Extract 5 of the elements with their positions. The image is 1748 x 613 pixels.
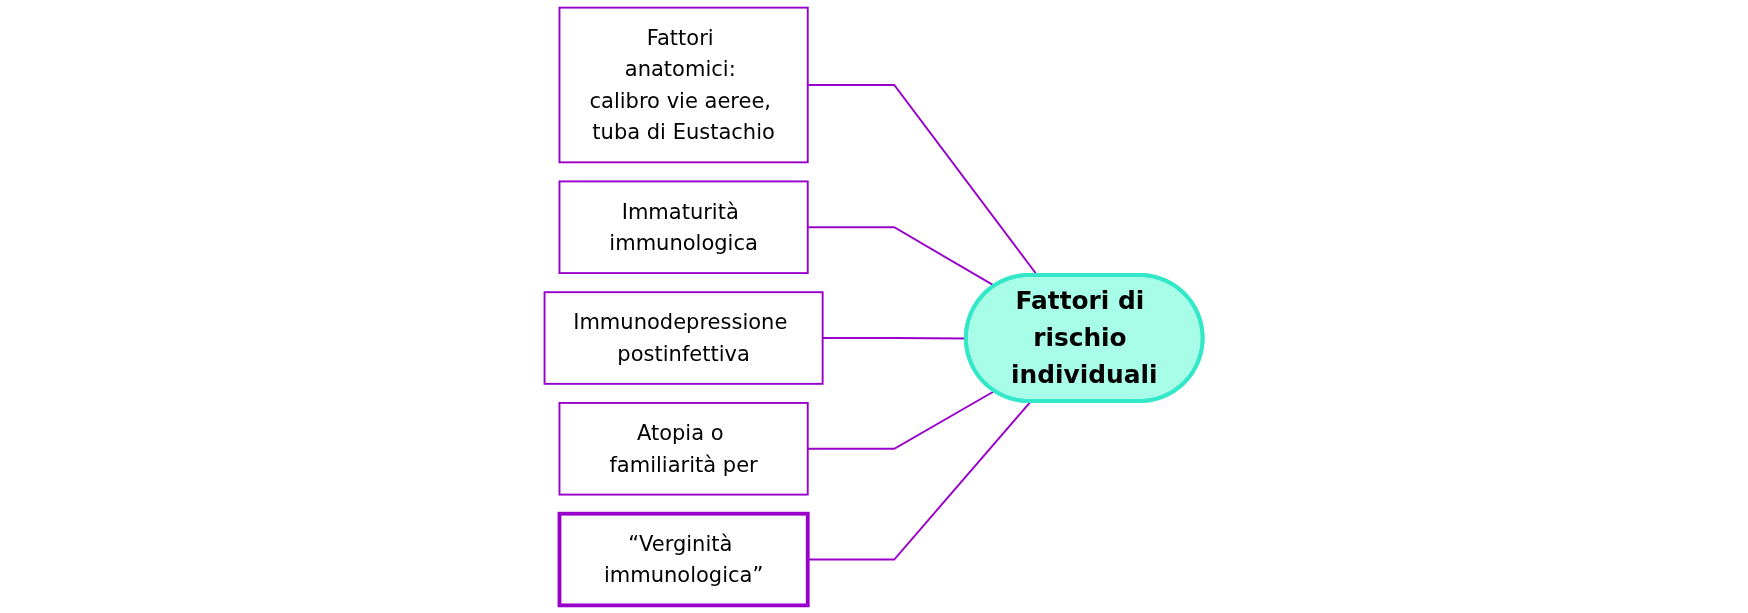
node-box: Immunodepressione postinfettiva xyxy=(544,291,824,385)
node-box: “Verginità immunologica” xyxy=(558,511,811,608)
node-box: Fattori anatomici: calibro vie aeree, tuba di Eustachio xyxy=(558,6,810,164)
node-box: Immaturità immunologica xyxy=(558,180,810,275)
node-box: Atopia o familiarità per xyxy=(558,402,810,496)
